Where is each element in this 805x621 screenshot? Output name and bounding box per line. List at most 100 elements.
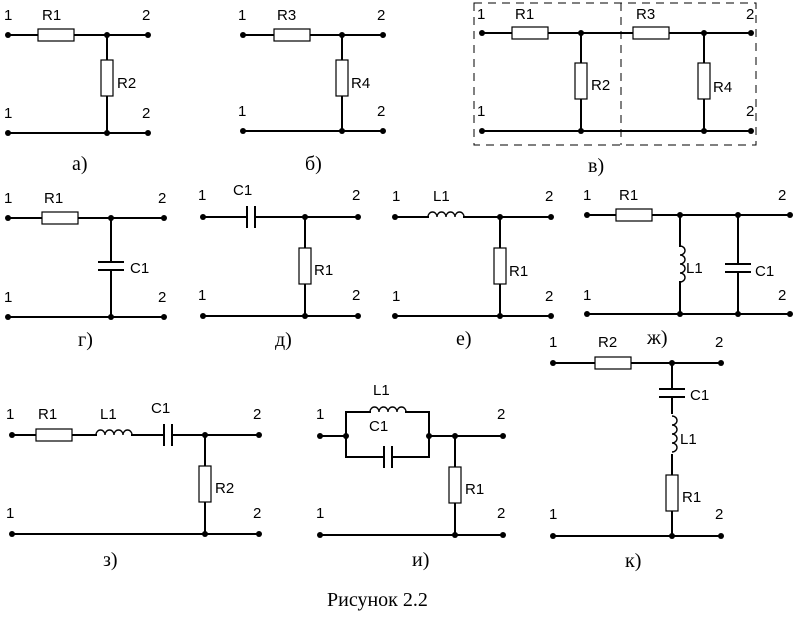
component-label: L1 [686,260,703,277]
port-label: 1 [6,406,14,423]
port-label: 2 [352,287,360,304]
port-label: 2 [142,105,150,122]
resistor-r1 [493,247,507,285]
port-label: 2 [746,103,754,120]
port-label: 2 [142,7,150,24]
port-label: 1 [549,506,557,523]
resistor-r2 [574,62,588,100]
part-label: к) [625,550,641,572]
resistor-r1 [35,428,73,442]
inductor-l1 [679,245,686,283]
port-label: 2 [253,505,261,522]
part-label: з) [103,549,118,571]
component-label: C1 [369,418,388,435]
circuit-v: 1 2 1 2 R1 R3 R2 R4 в) [473,2,757,177]
port-label: 2 [253,406,261,423]
port-label: 2 [778,287,786,304]
port-label: 1 [477,6,485,23]
circuit-e: 1 2 1 2 L1 R1 е) [392,188,554,350]
resistor-r3 [632,26,670,40]
component-label: R1 [465,481,484,498]
part-label: и) [412,549,429,571]
component-label: C1 [755,263,774,280]
component-label: R4 [713,79,732,96]
resistor-r2 [594,356,632,370]
circuit-z: 1 2 1 2 R1 L1 C1 R2 з) [6,400,262,571]
figure-caption: Рисунок 2.2 [327,589,428,611]
component-label: C1 [130,260,149,277]
component-label: R1 [509,263,528,280]
component-label: L1 [680,431,697,448]
component-label: R3 [636,6,655,23]
component-label: R1 [314,262,333,279]
port-label: 1 [198,287,206,304]
inductor-l1 [95,429,133,436]
part-label: д) [275,329,292,351]
port-label: 1 [238,7,246,24]
component-label: L1 [100,406,117,423]
port-label: 1 [6,505,14,522]
resistor-r1 [615,208,653,222]
port-label: 2 [377,103,385,120]
port-label: 1 [4,190,12,207]
port-label: 2 [497,406,505,423]
component-label: C1 [151,400,170,417]
part-label: б) [305,153,322,175]
part-label: г) [78,329,93,351]
resistor-r1 [37,28,75,42]
component-label: L1 [433,188,450,205]
resistor-r3 [273,28,311,42]
circuit-i: 1 2 1 2 L1 C1 R1 и) [316,382,506,571]
circuit-zh: 1 2 1 2 R1 L1 C1 ж) [583,187,793,349]
port-label: 2 [746,6,754,23]
port-label: 1 [549,334,557,351]
port-label: 2 [545,288,553,305]
port-label: 2 [715,506,723,523]
resistor-r1 [665,474,679,512]
circuit-d: 1 2 1 2 C1 R1 д) [198,182,361,351]
component-label: R1 [619,187,638,204]
circuit-g: 1 2 1 2 R1 C1 г) [4,190,167,351]
port-label: 2 [377,7,385,24]
port-label: 1 [4,289,12,306]
circuit-b: 1 2 1 2 R3 R4 б) [238,7,386,175]
port-label: 2 [352,187,360,204]
component-label: R1 [42,7,61,24]
component-label: R2 [598,334,617,351]
resistor-r2 [198,465,212,503]
port-label: 1 [4,7,12,24]
resistor-r1 [511,26,549,40]
circuit-a: 1 2 1 2 R1 R2 а) [4,7,151,175]
resistor-r1 [298,247,312,285]
port-label: 1 [316,406,324,423]
component-label: R1 [38,406,57,423]
part-label: е) [456,328,472,350]
port-label: 1 [4,105,12,122]
component-label: R4 [351,75,370,92]
port-label: 2 [715,334,723,351]
circuit-k: 1 2 1 2 R2 C1 L1 R1 к) [549,334,724,572]
resistor-r2 [100,59,114,97]
resistor-r1 [448,466,462,504]
component-label: L1 [373,382,390,399]
component-label: R1 [515,6,534,23]
component-label: R3 [277,7,296,24]
port-label: 2 [158,289,166,306]
port-label: 1 [198,187,206,204]
component-label: C1 [233,182,252,199]
port-label: 1 [392,288,400,305]
part-label: а) [72,153,88,175]
port-label: 1 [392,188,400,205]
component-label: C1 [690,387,709,404]
port-label: 2 [545,188,553,205]
part-label: в) [588,155,604,177]
component-label: R2 [215,480,234,497]
port-label: 2 [778,187,786,204]
port-label: 1 [477,103,485,120]
resistor-r4 [335,59,349,97]
port-label: 1 [316,505,324,522]
port-label: 1 [583,287,591,304]
component-label: R2 [117,75,136,92]
component-label: R1 [682,489,701,506]
